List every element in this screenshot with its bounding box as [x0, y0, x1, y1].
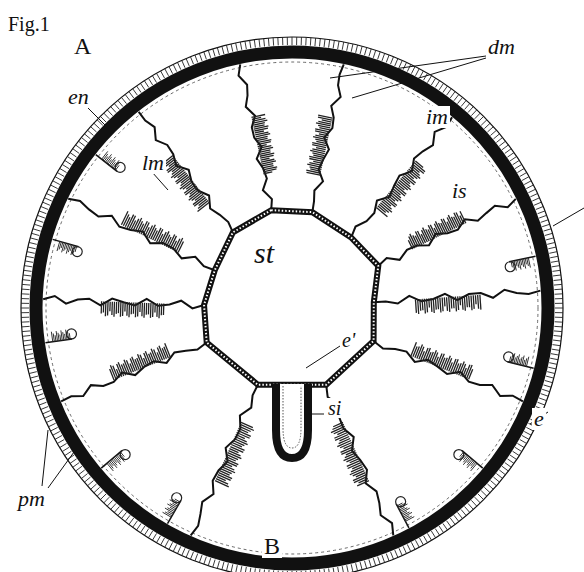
- part-label: e': [340, 330, 357, 350]
- part-label: A: [72, 34, 93, 58]
- part-label: im: [424, 106, 450, 128]
- part-label: lm: [140, 152, 166, 174]
- part-label: is: [450, 180, 469, 202]
- part-label: B: [262, 534, 282, 558]
- part-label: si: [326, 398, 343, 418]
- part-label: pm: [16, 488, 47, 510]
- leader-lines: [42, 56, 584, 488]
- siphonoglyph: [276, 384, 308, 458]
- part-label: dm: [486, 36, 517, 58]
- part-label: e: [532, 408, 546, 430]
- figure-number: Fig.1: [6, 14, 52, 34]
- mesenteries: [43, 64, 540, 535]
- stomach: [204, 210, 378, 385]
- part-label: st: [252, 238, 276, 268]
- body-wall: [21, 37, 563, 572]
- part-label: en: [66, 86, 91, 108]
